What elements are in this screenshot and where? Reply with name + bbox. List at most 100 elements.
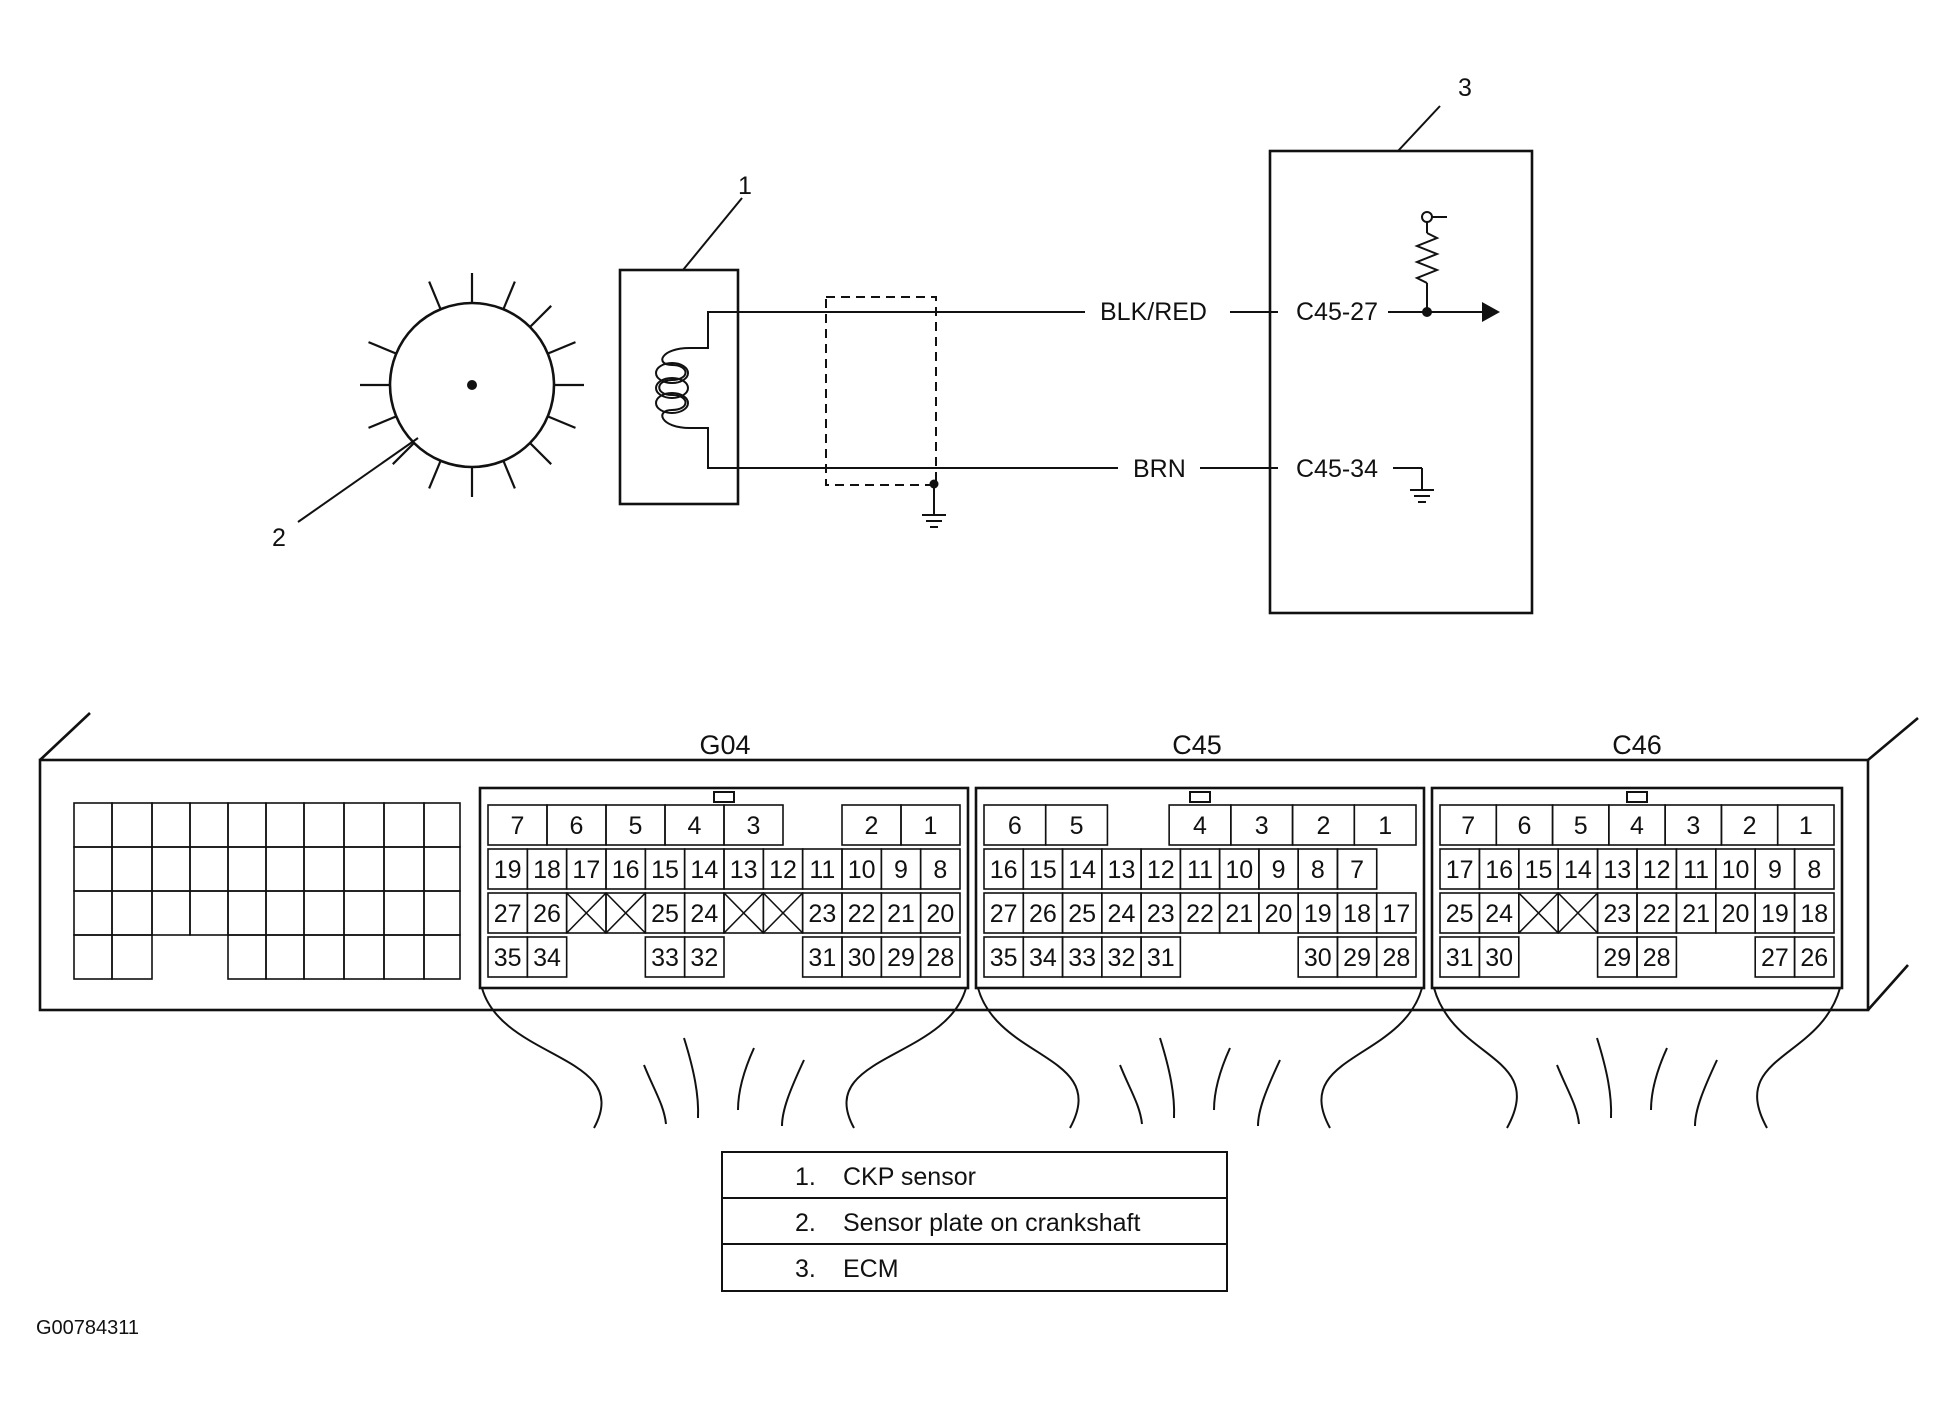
connector-pin: 17	[565, 848, 607, 890]
svg-text:13: 13	[1603, 856, 1631, 884]
svg-text:1: 1	[1378, 812, 1392, 840]
wire-bundles	[481, 987, 1841, 1129]
terminal-c45-27: C45-27	[1296, 298, 1378, 326]
connector-frame	[974, 786, 1426, 990]
connector-pin: 16	[983, 848, 1025, 890]
connector-pin: 29	[1336, 936, 1378, 978]
housing-grid-cell	[73, 890, 113, 936]
connector-pin: 5	[605, 804, 666, 846]
plate-tooth	[368, 341, 397, 355]
connector-pin: 14	[683, 848, 725, 890]
wire-shield	[825, 296, 937, 486]
wire-bundle-strand	[1433, 987, 1518, 1129]
svg-text:28: 28	[926, 944, 954, 972]
svg-text:2: 2	[1316, 812, 1330, 840]
connector-lock-tab	[1189, 791, 1211, 803]
svg-text:31: 31	[1446, 944, 1474, 972]
wire-bundle-strand	[1694, 1059, 1718, 1127]
connector-pin: 13	[723, 848, 765, 890]
svg-text:29: 29	[887, 944, 915, 972]
connector-pin: 8	[1297, 848, 1339, 890]
connector-lock-tab	[1626, 791, 1648, 803]
svg-text:30: 30	[1485, 944, 1513, 972]
connector-frame	[1430, 786, 1844, 990]
svg-text:4: 4	[688, 812, 702, 840]
connector-pin: 24	[1101, 892, 1142, 934]
svg-text:13: 13	[1108, 856, 1136, 884]
housing-grid-cell	[303, 890, 345, 936]
connector-pin: 7	[487, 804, 548, 846]
svg-text:14: 14	[690, 856, 718, 884]
housing-grid-cell	[73, 934, 113, 980]
svg-text:8: 8	[1311, 856, 1325, 884]
connector-pin: 2	[1291, 804, 1356, 846]
svg-text:21: 21	[1682, 900, 1710, 928]
svg-text:6: 6	[1008, 812, 1022, 840]
svg-text:31: 31	[808, 944, 836, 972]
svg-text:4: 4	[1193, 812, 1207, 840]
svg-text:29: 29	[1343, 944, 1371, 972]
svg-text:25: 25	[1446, 900, 1474, 928]
connector-pin: 10	[841, 848, 883, 890]
connector-pin: 22	[1636, 892, 1678, 934]
svg-text:1: 1	[924, 812, 938, 840]
plate-tooth	[392, 442, 415, 465]
connector-pin: 32	[1101, 936, 1142, 978]
wire-bundle-strand	[1257, 1059, 1281, 1127]
svg-text:4: 4	[1630, 812, 1644, 840]
housing-grid-cell	[111, 846, 153, 892]
housing-grid-cell	[423, 934, 461, 980]
wire-bundle-strand	[1596, 1037, 1613, 1119]
plate-tooth	[547, 341, 576, 355]
svg-text:9: 9	[1768, 856, 1782, 884]
svg-text:25: 25	[1068, 900, 1096, 928]
plate-tooth	[502, 460, 516, 489]
svg-text:2: 2	[865, 812, 879, 840]
connector-pin: 1	[900, 804, 961, 846]
connector-pin: 9	[1754, 848, 1796, 890]
svg-text:33: 33	[1068, 944, 1096, 972]
connector-pin: 23	[1596, 892, 1638, 934]
callout-leader-2	[297, 437, 419, 523]
connector-pin: 26	[526, 892, 568, 934]
connector-pin: 8	[919, 848, 961, 890]
plate-tooth	[368, 415, 397, 429]
ecm-box	[1268, 149, 1534, 615]
svg-text:24: 24	[690, 900, 718, 928]
svg-text:17: 17	[1382, 900, 1410, 928]
svg-text:12: 12	[769, 856, 797, 884]
housing-grid-cell	[189, 846, 229, 892]
callout-1: 1	[738, 172, 752, 200]
connector-pin	[565, 892, 607, 934]
connector-pin: 21	[1675, 892, 1717, 934]
svg-text:14: 14	[1068, 856, 1096, 884]
svg-text:20: 20	[1265, 900, 1293, 928]
svg-text:14: 14	[1564, 856, 1592, 884]
svg-text:31: 31	[1147, 944, 1175, 972]
svg-text:19: 19	[1761, 900, 1789, 928]
pullup-resistor-icon	[1414, 232, 1440, 284]
svg-text:6: 6	[1517, 812, 1531, 840]
housing-grid-cell	[189, 802, 229, 848]
connector-pin: 23	[801, 892, 843, 934]
connector-pin: 2	[841, 804, 902, 846]
connector-pin: 27	[487, 892, 529, 934]
connector-pin: 18	[1336, 892, 1378, 934]
housing-grid-cell	[423, 846, 461, 892]
housing-grid-cell	[343, 934, 385, 980]
housing-grid-cell	[423, 890, 461, 936]
connector-pin	[1557, 892, 1599, 934]
connector-pin: 3	[1664, 804, 1723, 846]
svg-text:10: 10	[848, 856, 876, 884]
connector-pin: 10	[1218, 848, 1260, 890]
connector-frame	[478, 786, 970, 990]
ecm-housing-grid	[73, 802, 461, 980]
wire-brn-label: BRN	[1133, 455, 1186, 483]
connector-pin: 22	[841, 892, 883, 934]
connector-pin: 10	[1715, 848, 1757, 890]
svg-text:1: 1	[1799, 812, 1813, 840]
svg-text:10: 10	[1722, 856, 1750, 884]
svg-text:7: 7	[511, 812, 525, 840]
sensor-plate	[360, 273, 584, 497]
